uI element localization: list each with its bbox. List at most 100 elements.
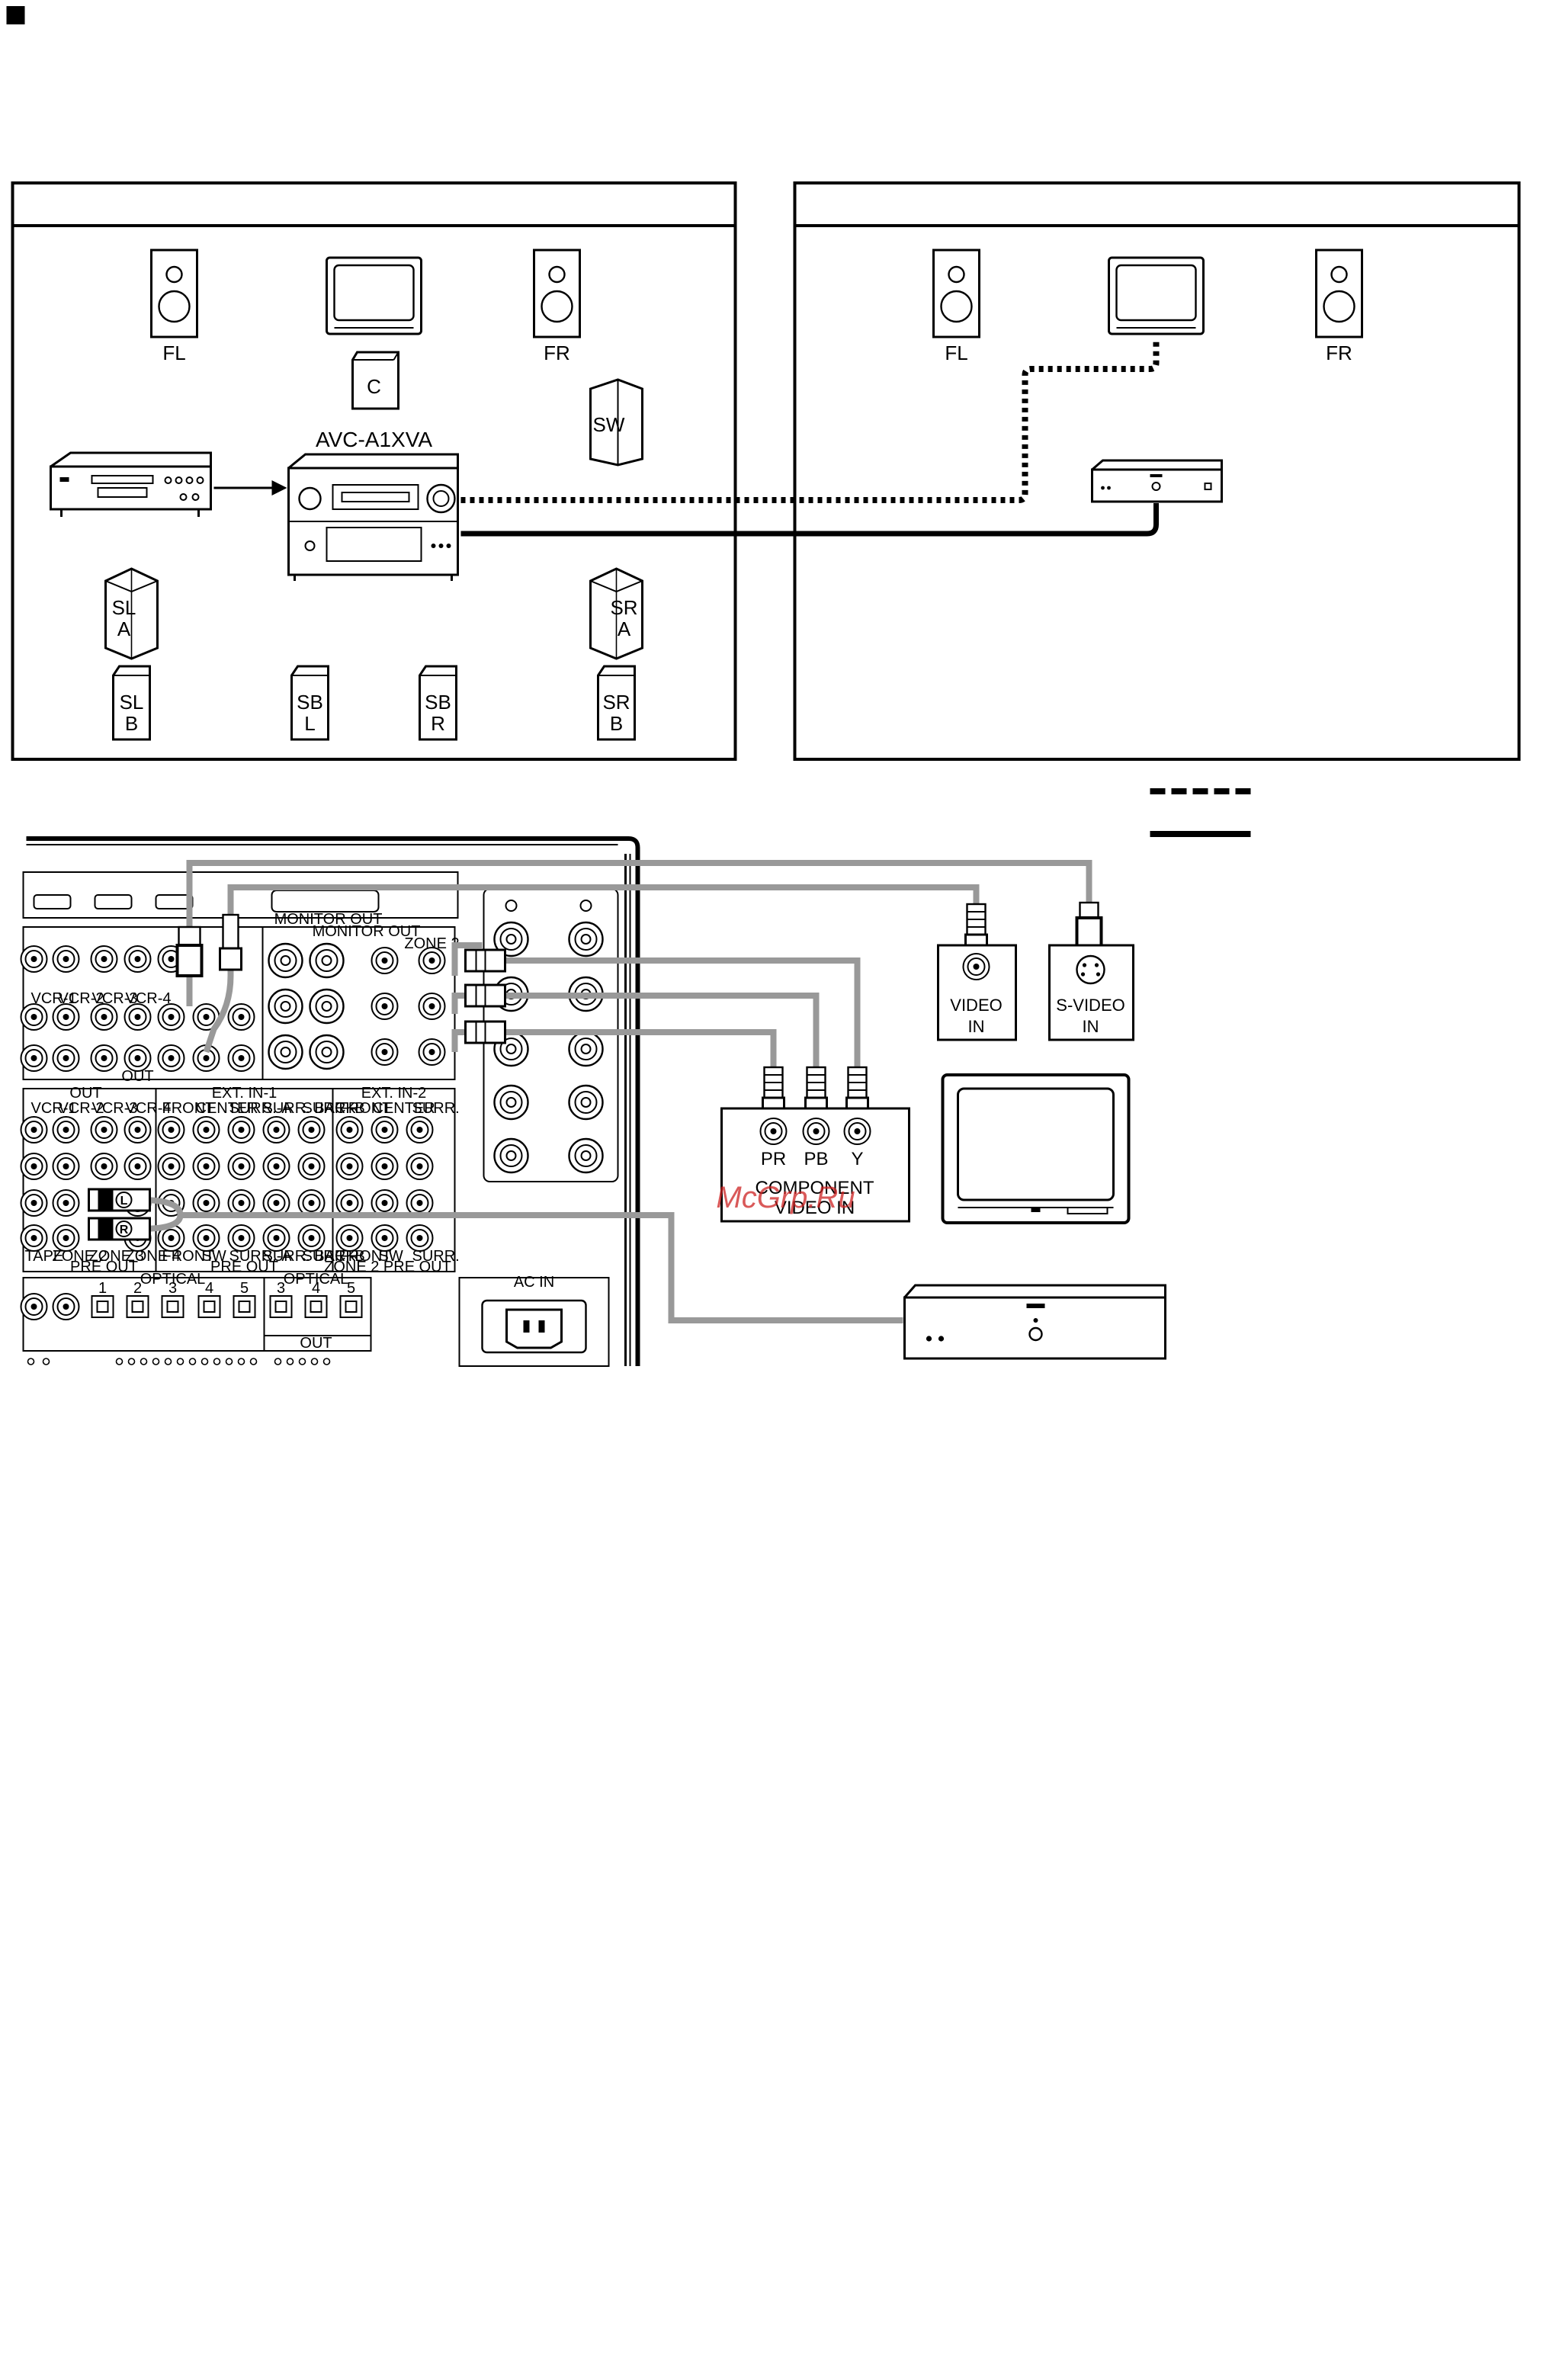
component-video-in-box xyxy=(720,1107,910,1223)
vcr1-label: VCR-1 xyxy=(31,990,77,1007)
pre-surra-label: SURR.-A xyxy=(229,1248,293,1265)
audio-vcr4-label: VCR-4 xyxy=(126,1100,172,1117)
sla-label-1: SL xyxy=(112,596,136,619)
sw-label: SW xyxy=(593,413,625,436)
pre-sw-label: SW xyxy=(202,1248,226,1265)
y-label: Y xyxy=(851,1149,863,1169)
section-marker xyxy=(6,6,25,24)
component-pb-plug-left xyxy=(464,983,506,1008)
front-left-speaker-icon xyxy=(150,249,198,338)
component-pr-cable xyxy=(503,1029,777,1070)
ac-in-label: AC IN xyxy=(514,1274,554,1291)
fr-label: FR xyxy=(544,342,570,364)
surround-right-a-speaker-icon xyxy=(589,567,643,660)
srb-label-2: B xyxy=(610,712,623,735)
audio-out-label: OUT xyxy=(69,1085,101,1102)
receiver-s-video-plug-icon xyxy=(175,925,204,977)
opt-num-2: 2 xyxy=(133,1280,142,1297)
opt-num-3: 3 xyxy=(168,1280,177,1297)
optical-label-2: OPTICAL xyxy=(284,1271,349,1288)
surround-right-b-speaker-icon xyxy=(597,665,636,741)
zone-amplifier-icon xyxy=(1091,459,1223,503)
ch-front-label: FRONT xyxy=(162,1100,215,1117)
component-pb-cable xyxy=(503,993,820,1070)
pre2-surr-label: SURR. xyxy=(412,1248,460,1265)
receiver-model-label: AVC-A1XVA xyxy=(316,428,432,451)
vcr3-label: VCR-3 xyxy=(92,990,138,1007)
ext-in1-label: EXT. IN-1 xyxy=(212,1085,278,1102)
surround-back-right-speaker-icon xyxy=(419,665,457,741)
sra-label-2: A xyxy=(618,617,631,640)
video-cable-dotted xyxy=(460,338,1160,503)
ch-center-label: CENTER xyxy=(196,1100,258,1117)
pb-label: PB xyxy=(804,1149,828,1169)
component-label-2: VIDEO IN xyxy=(775,1198,855,1218)
rear-panel: MONITOR OUT MONITOR OUT ZONE 2 OUT VCR-1… xyxy=(20,836,640,1367)
zone-tape-label: TAPE xyxy=(25,1248,64,1265)
audio-cable-solid xyxy=(460,503,1159,537)
slb-label-1: SL xyxy=(120,691,144,714)
ext-in2-label: EXT. IN-2 xyxy=(361,1085,427,1102)
sbl-label-1: SB xyxy=(297,691,323,714)
s-video-in-plug-icon xyxy=(1075,901,1103,950)
zone-amplifier-large-icon xyxy=(903,1284,1166,1360)
surround-left-b-speaker-icon xyxy=(112,665,151,741)
zone-fl-label: FL xyxy=(945,342,967,364)
surround-left-a-speaker-icon xyxy=(104,567,159,660)
component-label-1: COMPONENT xyxy=(756,1178,874,1198)
composite-cable xyxy=(227,884,980,922)
main-room xyxy=(11,181,737,761)
vcr2-label: VCR-2 xyxy=(59,990,104,1007)
receiver-composite-plug-icon xyxy=(219,913,242,971)
fl-label: FL xyxy=(162,342,185,364)
zone-zone4-label: ZONE 4 xyxy=(126,1248,181,1265)
vcr4-label: VCR-4 xyxy=(126,990,172,1007)
zone2-pre-out-label: ZONE 2 PRE OUT xyxy=(324,1259,451,1275)
s-video-in-label-2: IN xyxy=(1083,1017,1099,1036)
zone-zone3-label: ZONE 3 xyxy=(89,1248,144,1265)
opt-num-5: 5 xyxy=(240,1280,249,1297)
audio-vcr2-label: VCR-2 xyxy=(59,1100,104,1117)
sbl-label-2: L xyxy=(304,712,315,735)
zone-zone2-label: ZONE 2 xyxy=(53,1248,107,1265)
audio-vcr3-label: VCR-3 xyxy=(92,1100,138,1117)
front-right-speaker-icon xyxy=(533,249,581,338)
sbr-label-2: R xyxy=(431,712,445,735)
ch-surrback-label: SURR. BACK xyxy=(263,1100,357,1117)
watermark: McGrp.Ru xyxy=(716,1181,855,1214)
pr-label: PR xyxy=(761,1149,786,1169)
component-y-cable xyxy=(503,957,861,1070)
audio-r-plug-icon xyxy=(88,1217,151,1241)
audio-l-label: L xyxy=(120,1195,128,1208)
c-label: C xyxy=(367,375,381,398)
pre-surrback-label: SURR. BACK xyxy=(263,1248,357,1265)
opt-num-4: 4 xyxy=(205,1280,213,1297)
monitor-out-label: MONITOR OUT xyxy=(274,911,383,928)
zone-fr-label: FR xyxy=(1326,342,1352,364)
optical-label-1: OPTICAL xyxy=(140,1271,206,1288)
zone2-label: ZONE 2 xyxy=(404,935,459,952)
s-video-in-box xyxy=(1048,944,1134,1041)
video-in-box xyxy=(937,944,1017,1041)
opt2-num-3: 3 xyxy=(277,1280,285,1297)
pre2-sw-label: SW xyxy=(379,1248,403,1265)
out-label: OUT xyxy=(121,1068,153,1085)
s-video-in-label-1: S-VIDEO xyxy=(1056,996,1124,1015)
monitor-out-label-2: MONITOR OUT xyxy=(313,923,421,940)
pre-surrb-label: SURR.-B xyxy=(303,1248,365,1265)
component-y-plug-left xyxy=(464,948,506,973)
video-in-label-2: IN xyxy=(968,1017,985,1036)
opt2-num-4: 4 xyxy=(312,1280,320,1297)
audio-l-plug-icon xyxy=(88,1188,151,1212)
sbr-label-1: SB xyxy=(425,691,451,714)
opt-num-1: 1 xyxy=(98,1280,107,1297)
sla-label-2: A xyxy=(117,617,131,640)
zone-room xyxy=(793,181,1521,761)
ch2-front-label: FRONT xyxy=(339,1100,392,1117)
audio-r-label: R xyxy=(120,1224,129,1237)
pre-out-label-1: PRE OUT xyxy=(70,1259,138,1275)
dvd-player-icon xyxy=(50,451,212,517)
audio-vcr1-label: VCR-1 xyxy=(31,1100,77,1117)
ch-surra-label: SURR.-A xyxy=(229,1100,293,1117)
ch2-center-label: CENTER xyxy=(373,1100,435,1117)
